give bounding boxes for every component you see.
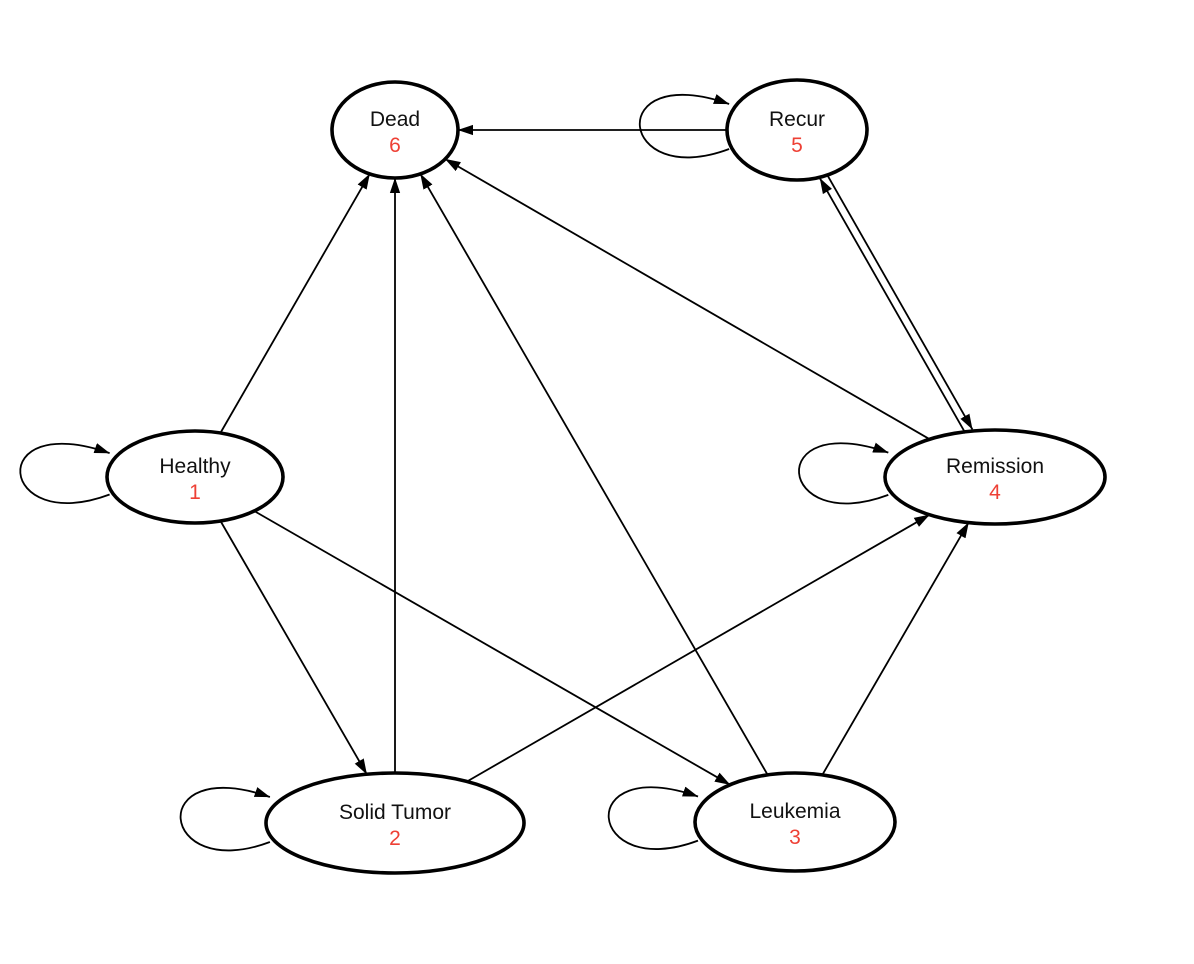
state-node-leukemia xyxy=(693,771,897,873)
state-number-recur: 5 xyxy=(791,134,803,157)
state-node-healthy xyxy=(105,429,285,525)
transition-arrow-recur-to-remission xyxy=(826,173,974,430)
state-label-healthy: Healthy xyxy=(159,455,231,478)
transition-arrow-healthy-to-solid_tumor xyxy=(219,520,368,775)
transition-arrow-healthy-to-leukemia xyxy=(253,510,731,786)
transition-arrow-healthy-to-dead xyxy=(219,173,371,434)
self-loop-recur xyxy=(638,93,730,159)
transition-arrow-leukemia-to-remission xyxy=(821,522,970,776)
state-number-leukemia: 3 xyxy=(789,826,801,849)
state-number-remission: 4 xyxy=(989,481,1001,504)
self-loop-healthy xyxy=(19,442,110,505)
state-label-dead: Dead xyxy=(370,108,420,131)
state-label-recur: Recur xyxy=(769,108,825,131)
state-label-leukemia: Leukemia xyxy=(749,800,840,823)
self-loop-leukemia xyxy=(607,786,699,850)
transition-arrow-remission-to-recur xyxy=(819,177,967,434)
state-label-remission: Remission xyxy=(946,455,1044,478)
state-number-healthy: 1 xyxy=(189,481,201,504)
state-label-solid_tumor: Solid Tumor xyxy=(339,801,451,824)
transition-arrow-solid_tumor-to-remission xyxy=(466,514,930,783)
transition-arrow-remission-to-dead xyxy=(444,158,931,440)
state-number-dead: 6 xyxy=(389,134,401,157)
state-node-remission xyxy=(883,428,1107,526)
self-loop-remission xyxy=(798,442,889,505)
self-loop-solid_tumor xyxy=(179,786,271,852)
state-number-solid_tumor: 2 xyxy=(389,827,401,850)
transition-arrow-leukemia-to-dead xyxy=(419,173,769,776)
